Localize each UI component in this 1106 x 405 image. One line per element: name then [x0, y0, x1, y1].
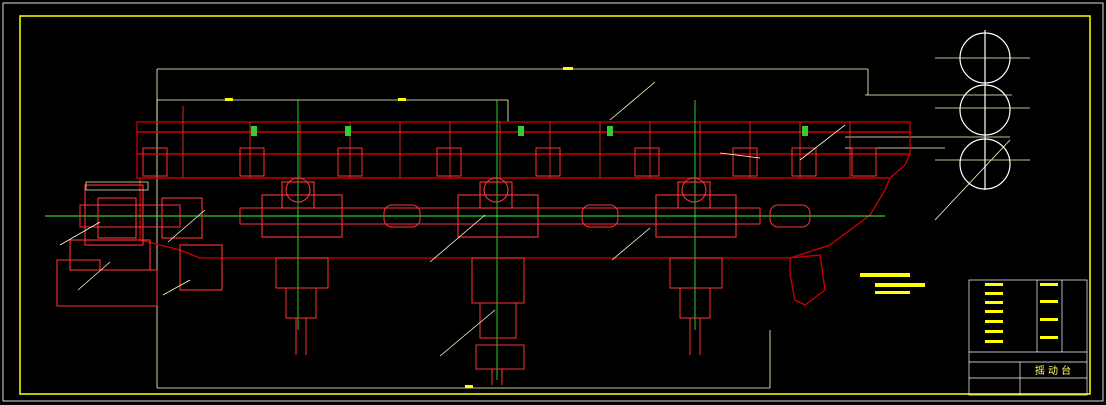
title-block [968, 279, 1088, 396]
roller-leader [934, 139, 1011, 221]
gearbox-2 [457, 177, 539, 238]
lower-frame [139, 177, 891, 306]
dimension-lines [156, 57, 1030, 389]
gearbox-3 [655, 177, 737, 238]
gearbox-1 [261, 177, 343, 238]
bearing-housings [142, 147, 877, 177]
deck-ribs [182, 106, 851, 178]
roller-circles [959, 30, 1011, 190]
vertical-centerlines [297, 100, 696, 380]
support-legs [275, 257, 723, 385]
note-block [860, 273, 925, 294]
drawing-name: 摇 动 台 [1035, 364, 1071, 377]
deck-green-markers [251, 126, 808, 136]
motor-assembly [56, 184, 223, 307]
sheet-inner-frame [19, 15, 1091, 395]
motor-dimension-box [85, 181, 149, 191]
dimension-ticks [225, 67, 573, 388]
title-block-cells [985, 283, 1058, 343]
leader-lines [59, 81, 846, 357]
